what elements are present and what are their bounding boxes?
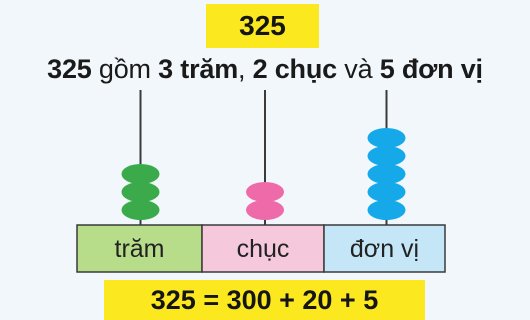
bead	[367, 182, 406, 202]
place-value-label: đơn vị	[350, 235, 419, 263]
bead	[367, 200, 406, 220]
sentence-number: 325	[47, 54, 92, 84]
sentence-hundreds: 3 trăm	[158, 54, 238, 84]
abacus-beads	[121, 128, 406, 220]
place-value-cell	[323, 224, 446, 273]
bead	[367, 128, 406, 148]
bead	[367, 164, 406, 184]
sentence-word-gom: gồm	[98, 54, 151, 84]
bead	[246, 200, 284, 220]
place-value-label: chục	[237, 235, 290, 263]
place-value-label: trăm	[115, 235, 165, 263]
bead	[121, 164, 160, 184]
place-value-table: trăm chục đơn vị	[76, 224, 446, 273]
bead	[121, 200, 160, 220]
sentence-word-va: và	[344, 54, 373, 84]
sentence-comma: ,	[238, 54, 246, 84]
place-value-cell	[76, 224, 203, 273]
sentence-units: 5 đơn vị	[379, 54, 483, 84]
bead	[246, 182, 284, 202]
place-value-sentence: 325 gồm 3 trăm, 2 chục và 5 đơn vị	[0, 54, 530, 85]
number-title: 325	[206, 4, 319, 48]
sentence-tens: 2 chục	[252, 54, 338, 84]
place-value-cell	[201, 224, 325, 273]
expanded-form-equation: 325 = 300 + 20 + 5	[104, 280, 425, 320]
bead	[121, 182, 160, 202]
bead	[367, 146, 406, 166]
